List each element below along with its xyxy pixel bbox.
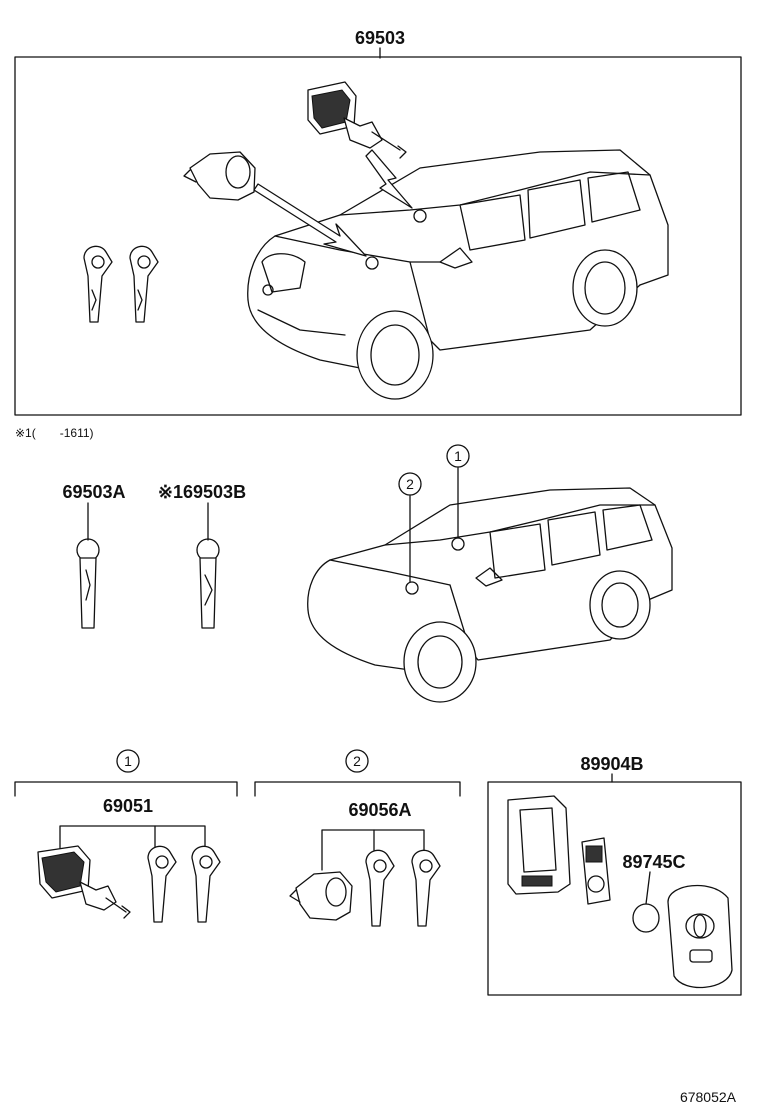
label-69051[interactable]: 69051 bbox=[103, 796, 153, 816]
label-89745C[interactable]: 89745C bbox=[622, 852, 685, 872]
section-2: 2 69056A bbox=[254, 749, 461, 927]
section-1: 1 69051 bbox=[14, 749, 238, 923]
ignition-cylinder-top-icon bbox=[307, 81, 407, 159]
label-69503[interactable]: 69503 bbox=[355, 28, 405, 48]
label-69056A[interactable]: 69056A bbox=[348, 800, 411, 820]
install-arrows bbox=[253, 149, 413, 257]
fob-case-buttons bbox=[521, 875, 553, 887]
svg-text:2: 2 bbox=[353, 753, 361, 769]
label-169503B[interactable]: ※169503B bbox=[158, 482, 246, 502]
fob-frame bbox=[487, 781, 742, 996]
key-69503B: ※169503B bbox=[158, 482, 246, 629]
section-89904B: 89904B 89745C bbox=[487, 754, 742, 996]
kit-69503-frame bbox=[14, 56, 742, 416]
keys-top-icon bbox=[83, 245, 159, 323]
note-date-range: ※1( -1611) bbox=[15, 426, 94, 440]
kit-69503-group: 69503 bbox=[14, 28, 742, 416]
label-69503A[interactable]: 69503A bbox=[62, 482, 125, 502]
label-89904B[interactable]: 89904B bbox=[580, 754, 643, 774]
battery-icon bbox=[632, 903, 660, 933]
door-cylinder-top-icon bbox=[183, 151, 256, 201]
svg-text:1: 1 bbox=[124, 753, 132, 769]
vehicle-top-illustration bbox=[247, 149, 669, 400]
callout-2: 2 bbox=[398, 472, 422, 496]
drawing-code: 678052A bbox=[680, 1089, 737, 1105]
svg-text:2: 2 bbox=[406, 476, 414, 492]
svg-text:1: 1 bbox=[454, 448, 462, 464]
key-69503A: 69503A bbox=[62, 482, 126, 629]
vehicle-middle-illustration bbox=[307, 467, 673, 703]
callout-1: 1 bbox=[446, 444, 470, 468]
